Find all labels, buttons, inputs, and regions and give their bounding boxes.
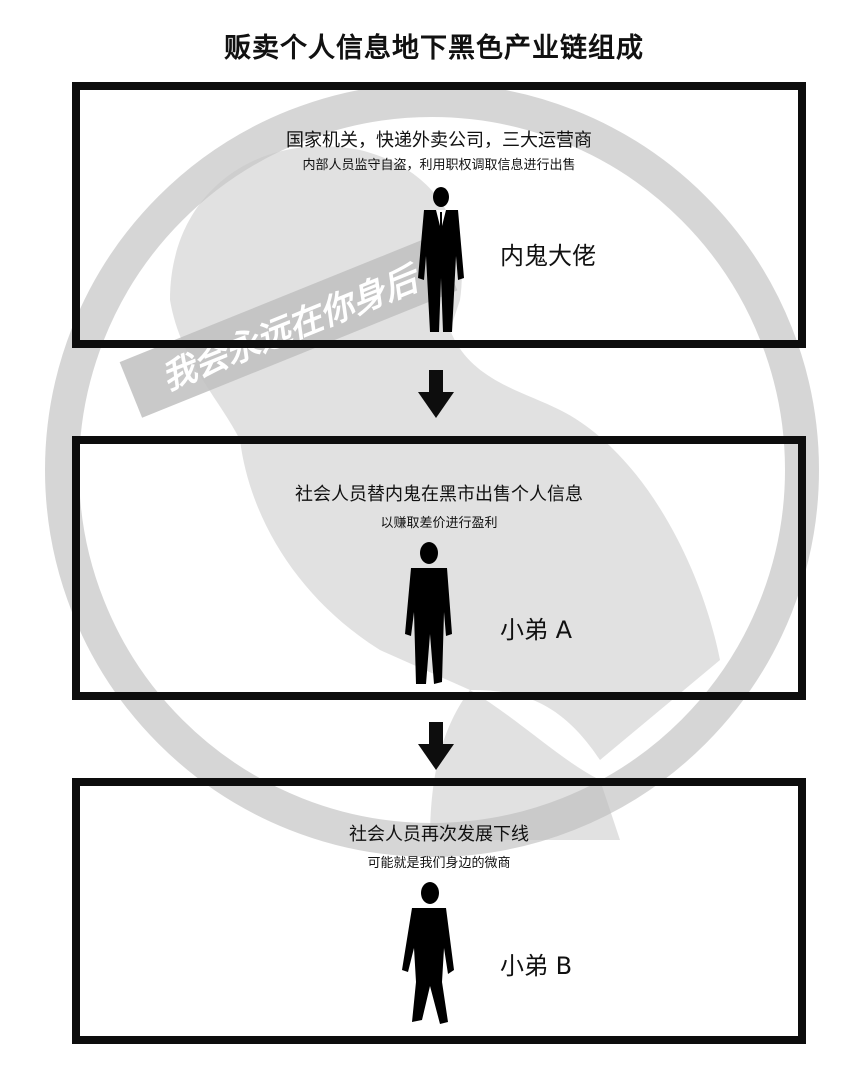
tier-box-reseller-a: 社会人员替内鬼在黑市出售个人信息 以赚取差价进行盈利 小弟 A <box>72 436 806 700</box>
tier-box-insider: 国家机关，快递外卖公司，三大运营商 内部人员监守自盗，利用职权调取信息进行出售 … <box>72 82 806 348</box>
tier-line1: 国家机关，快递外卖公司，三大运营商 <box>286 130 592 151</box>
tier-line2: 内部人员监守自盗，利用职权调取信息进行出售 <box>302 158 576 173</box>
down-arrow-icon <box>418 722 454 770</box>
tier-line1: 社会人员替内鬼在黑市出售个人信息 <box>295 484 583 505</box>
down-arrow-icon <box>418 370 454 418</box>
tier-box-reseller-b: 社会人员再次发展下线 可能就是我们身边的微商 小弟 B <box>72 778 806 1044</box>
walking-man-silhouette-icon <box>402 882 454 1024</box>
role-label: 小弟 A <box>500 616 573 644</box>
businessman-silhouette-icon <box>418 187 464 332</box>
tier-line2: 以赚取差价进行盈利 <box>380 516 498 531</box>
man-silhouette-icon <box>405 542 452 684</box>
tier-line2: 可能就是我们身边的微商 <box>367 856 511 871</box>
page-title: 贩卖个人信息地下黑色产业链组成 <box>224 33 644 64</box>
role-label: 内鬼大佬 <box>500 242 596 270</box>
tier-line1: 社会人员再次发展下线 <box>349 824 529 845</box>
role-label: 小弟 B <box>500 952 573 980</box>
